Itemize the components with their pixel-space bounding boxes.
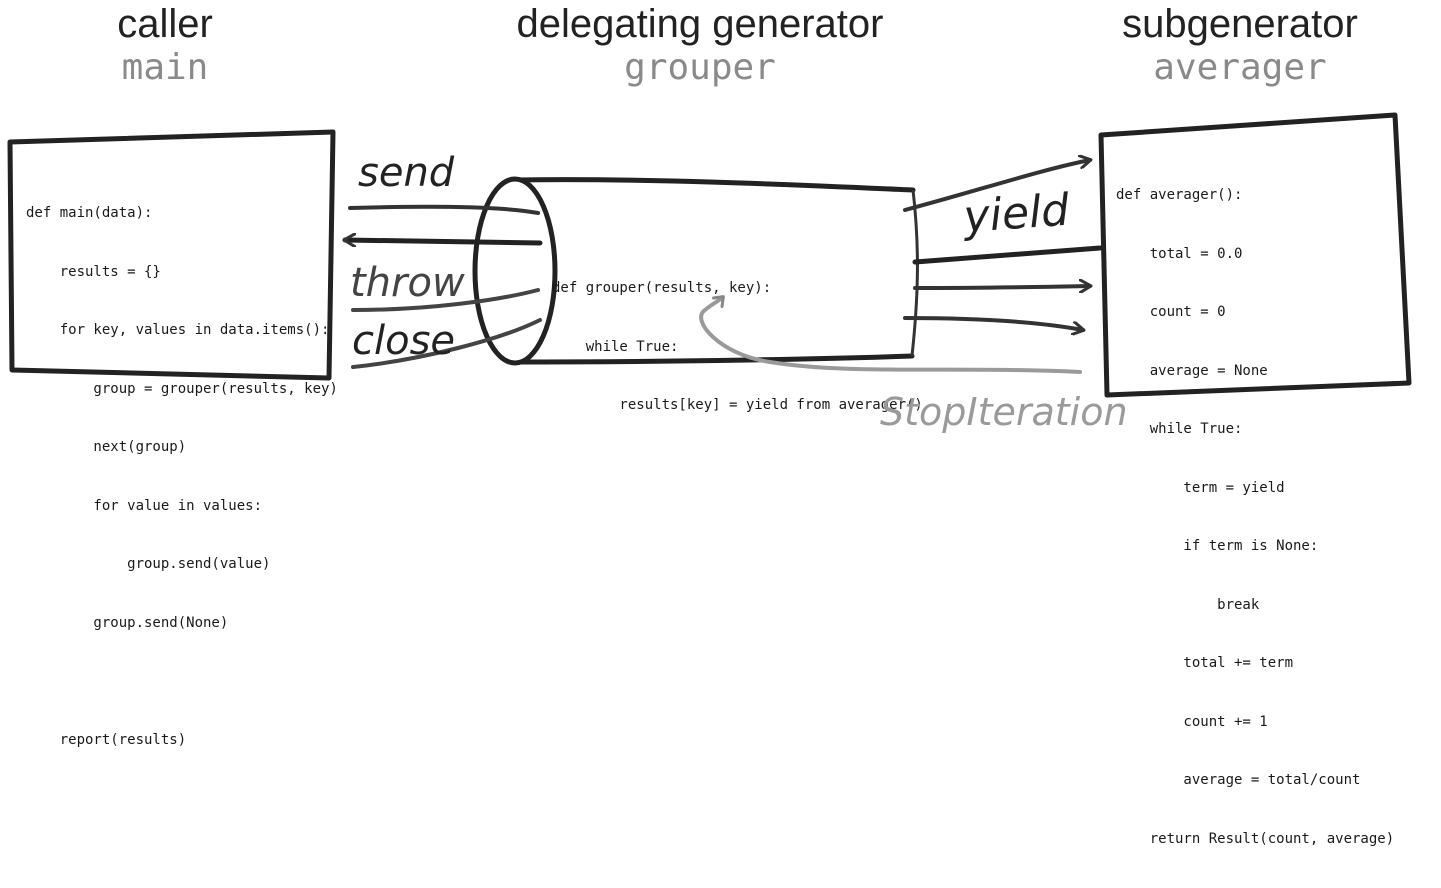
code-line: return Result(count, average) — [1116, 830, 1395, 847]
code-line: for value in values: — [26, 497, 263, 514]
yield-line — [912, 245, 1103, 265]
code-line: total += term — [1116, 655, 1294, 671]
main-code: def main(data): results = {} for key, va… — [26, 165, 338, 789]
stopiteration-label: StopIteration — [880, 390, 1128, 434]
code-line: count += 1 — [1116, 713, 1268, 730]
code-line: average = None — [1116, 362, 1268, 379]
diagram: caller main delegating generator grouper… — [7, 2, 1412, 847]
code-line: next(group) — [26, 439, 187, 455]
code-line: if term is None: — [1116, 538, 1319, 554]
code-line: def main(data): — [26, 205, 153, 221]
delegating-function-name: grouper — [624, 47, 776, 88]
throw-line — [351, 288, 540, 312]
stopiteration-curve — [699, 295, 1082, 374]
code-line: group.send(None) — [26, 614, 229, 631]
header-caller: caller main — [60, 2, 270, 90]
main-box — [7, 129, 336, 381]
yield-label: yield — [962, 184, 1071, 243]
send-to-sub-arrow — [903, 160, 1090, 212]
throw-label: throw — [350, 260, 465, 306]
code-line: break — [1116, 596, 1260, 613]
send-label: send — [358, 150, 455, 196]
subgenerator-title: subgenerator — [1122, 2, 1358, 46]
header-delegating: delegating generator grouper — [480, 2, 920, 90]
header-subgenerator: subgenerator averager — [1095, 2, 1385, 90]
code-line: def grouper(results, key): — [552, 280, 772, 296]
code-line: total = 0.0 — [1116, 245, 1243, 262]
pipe-body — [510, 177, 916, 365]
subgenerator-function-name: averager — [1153, 47, 1327, 88]
code-line — [26, 672, 338, 692]
code-line: results = {} — [26, 263, 161, 280]
code-line: group = grouper(results, key) — [26, 380, 338, 397]
diagram-drawing — [7, 112, 1412, 398]
return-to-caller-arrow — [342, 240, 543, 243]
close-to-sub-arrow — [903, 316, 1083, 330]
send-line — [348, 204, 540, 215]
code-line: report(results) — [26, 731, 187, 748]
code-line: term = yield — [1116, 479, 1285, 496]
caller-title: caller — [117, 2, 213, 46]
grouper-code: def grouper(results, key): while True: r… — [552, 240, 923, 455]
code-line: average = total/count — [1116, 772, 1361, 788]
code-line: while True: — [1116, 421, 1243, 437]
close-label: close — [352, 318, 456, 364]
throw-to-sub-arrow — [913, 286, 1090, 288]
code-line: for key, values in data.items(): — [26, 322, 330, 338]
caller-function-name: main — [121, 47, 209, 88]
averager-code: def averager(): total = 0.0 count = 0 av… — [1116, 147, 1394, 888]
averager-box — [1098, 112, 1412, 398]
code-line: while True: — [552, 338, 679, 355]
delegating-title: delegating generator — [516, 2, 884, 46]
code-line: def averager(): — [1116, 187, 1243, 203]
code-line: count = 0 — [1116, 304, 1226, 320]
pipe-right-edge — [910, 189, 919, 357]
code-line: results[key] = yield from averager() — [552, 397, 923, 413]
close-line — [351, 318, 542, 369]
pipe-left-ellipse — [472, 176, 558, 366]
code-line: group.send(value) — [26, 556, 271, 572]
